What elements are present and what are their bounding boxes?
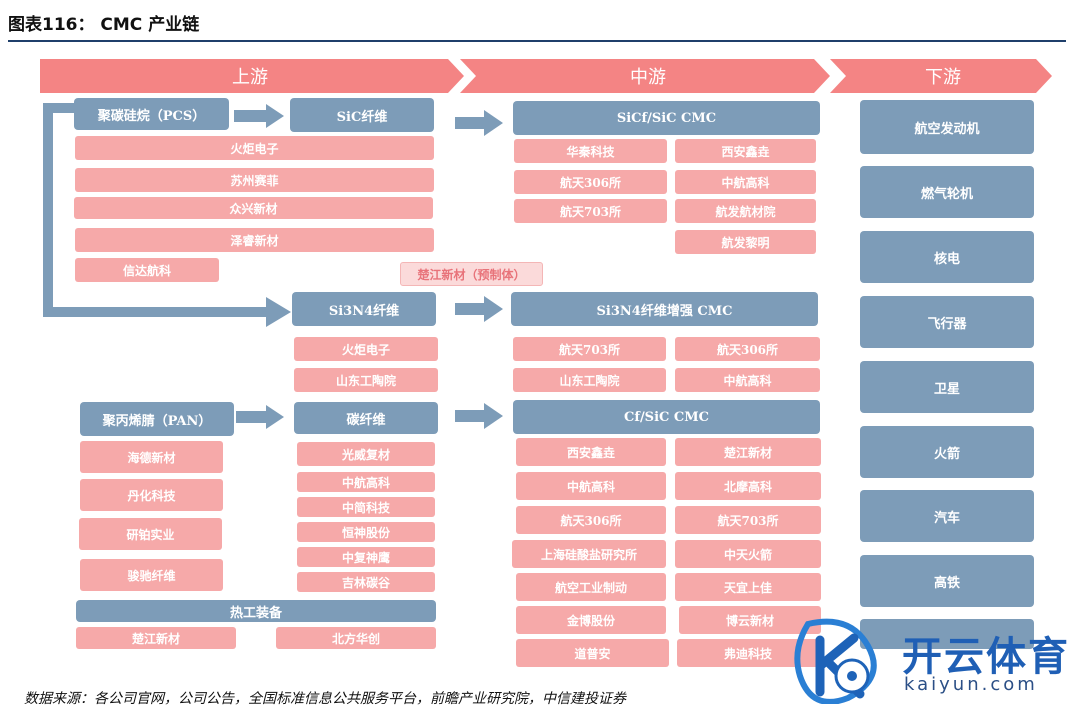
carbon-fiber-box: 碳纤维 bbox=[294, 402, 438, 434]
si3n4-fiber-supplier: 火炬电子 bbox=[294, 337, 438, 361]
watermark: 开云体育 kaiyun.com bbox=[790, 616, 1070, 704]
carbon-fiber-supplier: 中航高科 bbox=[297, 472, 435, 492]
cf-cmc-supplier: 楚江新材 bbox=[675, 438, 821, 466]
banner-downstream-shape bbox=[830, 59, 1052, 93]
cf-cmc-supplier: 天宜上佳 bbox=[675, 573, 821, 601]
cf-cmc-supplier: 航天703所 bbox=[675, 506, 821, 534]
cf-cmc-supplier: 金博股份 bbox=[516, 606, 666, 634]
sic-fiber-supplier: 泽睿新材 bbox=[75, 228, 434, 252]
downstream-item: 高铁 bbox=[860, 555, 1034, 607]
downstream-item: 核电 bbox=[860, 231, 1034, 283]
cf-cmc-supplier: 道普安 bbox=[516, 639, 669, 667]
arrow-pcs-sic bbox=[234, 104, 284, 128]
carbon-fiber-supplier: 恒神股份 bbox=[297, 522, 435, 542]
arrow-si3n4-cmc bbox=[455, 296, 503, 322]
cf-cmc-supplier: 北摩高科 bbox=[675, 472, 821, 500]
si3n4-cmc-supplier: 航天306所 bbox=[675, 337, 820, 361]
sic-fiber-supplier: 信达航科 bbox=[75, 258, 219, 282]
watermark-name: 开云体育 bbox=[902, 634, 1070, 680]
sic-fiber-supplier: 火炬电子 bbox=[75, 136, 434, 160]
si3n4-cmc-supplier: 航天703所 bbox=[513, 337, 666, 361]
carbon-fiber-supplier: 中复神鹰 bbox=[297, 547, 435, 567]
pan-supplier: 丹化科技 bbox=[80, 479, 223, 511]
si3n4-cmc-supplier: 中航高科 bbox=[675, 368, 820, 392]
cf-sic-cmc-box: Cf/SiC CMC bbox=[513, 400, 820, 434]
downstream-item: 燃气轮机 bbox=[860, 166, 1034, 218]
si3n4-fiber-supplier: 山东工陶院 bbox=[294, 368, 438, 392]
banner-upstream-shape bbox=[40, 59, 464, 93]
title-rule bbox=[8, 40, 1066, 42]
banner-midstream: 中游 bbox=[630, 67, 666, 88]
si3n4-cmc-box: Si3N4纤维增强 CMC bbox=[511, 292, 818, 326]
downstream-item: 火箭 bbox=[860, 426, 1034, 478]
cf-cmc-supplier: 航天306所 bbox=[516, 506, 666, 534]
downstream-item: 卫星 bbox=[860, 361, 1034, 413]
carbon-fiber-supplier: 中简科技 bbox=[297, 497, 435, 517]
pan-box: 聚丙烯腈（PAN） bbox=[80, 402, 234, 436]
pan-supplier: 研铂实业 bbox=[79, 518, 222, 550]
banner-midstream-shape bbox=[460, 59, 830, 93]
sic-fiber-supplier: 众兴新材 bbox=[74, 197, 433, 219]
downstream-item: 飞行器 bbox=[860, 296, 1034, 348]
arrow-carbon-cmc bbox=[455, 403, 503, 429]
source-note: 数据来源：各公司官网，公司公告，全国标准信息公共服务平台，前瞻产业研究院，中信建… bbox=[24, 691, 626, 707]
sicf-supplier: 中航高科 bbox=[675, 170, 816, 194]
sicf-supplier: 华秦科技 bbox=[514, 139, 667, 163]
si3n4-fiber-box: Si3N4纤维 bbox=[292, 292, 436, 326]
sic-fiber-supplier: 苏州赛菲 bbox=[75, 168, 434, 192]
watermark-logo-icon bbox=[794, 618, 877, 704]
pan-supplier: 海德新材 bbox=[80, 441, 223, 473]
sicf-supplier: 航发黎明 bbox=[675, 230, 816, 254]
sicf-sic-cmc-box: SiCf/SiC CMC bbox=[513, 101, 820, 135]
sicf-supplier: 航发航材院 bbox=[675, 199, 816, 223]
carbon-fiber-supplier: 吉林碳谷 bbox=[297, 572, 435, 592]
equipment-supplier: 楚江新材 bbox=[76, 627, 236, 649]
equipment-box: 热工装备 bbox=[76, 600, 436, 622]
cf-cmc-supplier: 西安鑫垚 bbox=[516, 438, 666, 466]
pan-supplier: 骏驰纤维 bbox=[80, 559, 223, 591]
cf-cmc-supplier: 中天火箭 bbox=[675, 540, 821, 568]
sic-fiber-box: SiC纤维 bbox=[290, 98, 434, 132]
pcs-box: 聚碳硅烷（PCS） bbox=[74, 98, 229, 130]
downstream-item: 航空发动机 bbox=[860, 100, 1034, 154]
figure-title: 图表116： CMC 产业链 bbox=[8, 15, 200, 35]
cf-cmc-supplier: 航空工业制动 bbox=[516, 573, 666, 601]
pcs-to-si3n4-arrowhead bbox=[266, 297, 291, 327]
downstream-item-partial bbox=[860, 619, 1034, 649]
downstream-item: 汽车 bbox=[860, 490, 1034, 542]
equipment-supplier: 北方华创 bbox=[276, 627, 436, 649]
watermark-domain: kaiyun.com bbox=[904, 674, 1038, 695]
arrow-sic-cmc bbox=[455, 110, 503, 136]
banner-upstream: 上游 bbox=[232, 67, 268, 88]
sicf-supplier: 航天703所 bbox=[514, 199, 667, 223]
sicf-supplier: 航天306所 bbox=[514, 170, 667, 194]
cf-cmc-supplier: 上海硅酸盐研究所 bbox=[512, 540, 666, 568]
pcs-to-si3n4-connector bbox=[43, 103, 270, 317]
cf-cmc-supplier: 中航高科 bbox=[516, 472, 666, 500]
cf-cmc-supplier: 博云新材 bbox=[679, 606, 821, 634]
banner-downstream: 下游 bbox=[925, 67, 961, 88]
carbon-fiber-supplier: 光威复材 bbox=[297, 442, 435, 466]
sicf-supplier: 西安鑫垚 bbox=[675, 139, 816, 163]
si3n4-cmc-supplier: 山东工陶院 bbox=[513, 368, 666, 392]
preform-supplier: 楚江新材（预制体） bbox=[400, 262, 543, 286]
arrow-pan-carbon bbox=[236, 405, 284, 429]
